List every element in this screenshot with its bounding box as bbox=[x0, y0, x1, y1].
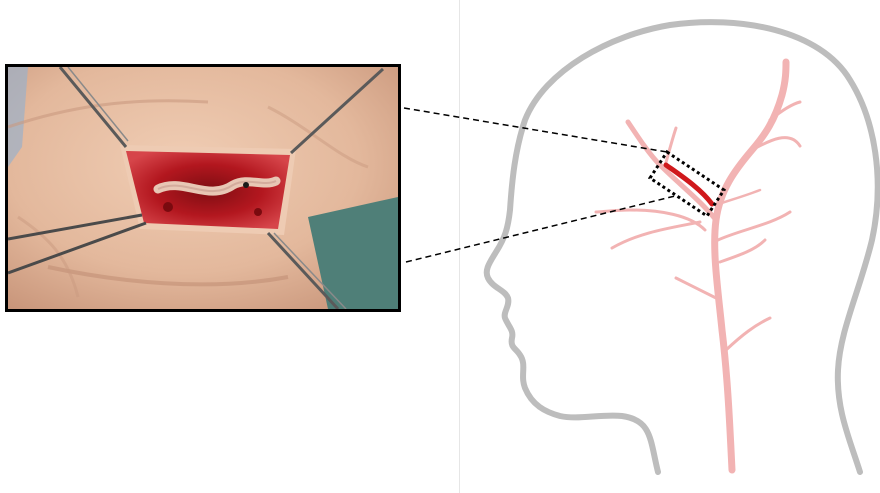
artery-branch bbox=[720, 240, 765, 262]
callout-line-lower bbox=[406, 196, 675, 262]
biopsy-segment bbox=[666, 165, 712, 204]
temporal-artery-trunk bbox=[715, 62, 786, 470]
biopsy-region-box bbox=[650, 152, 724, 216]
callout-line-upper bbox=[404, 108, 667, 152]
artery-branch bbox=[612, 222, 700, 248]
head-outline bbox=[487, 22, 878, 472]
artery-branch bbox=[726, 318, 770, 350]
artery-branch bbox=[596, 210, 705, 230]
artery-branch bbox=[676, 278, 720, 300]
artery-branch bbox=[718, 212, 790, 240]
